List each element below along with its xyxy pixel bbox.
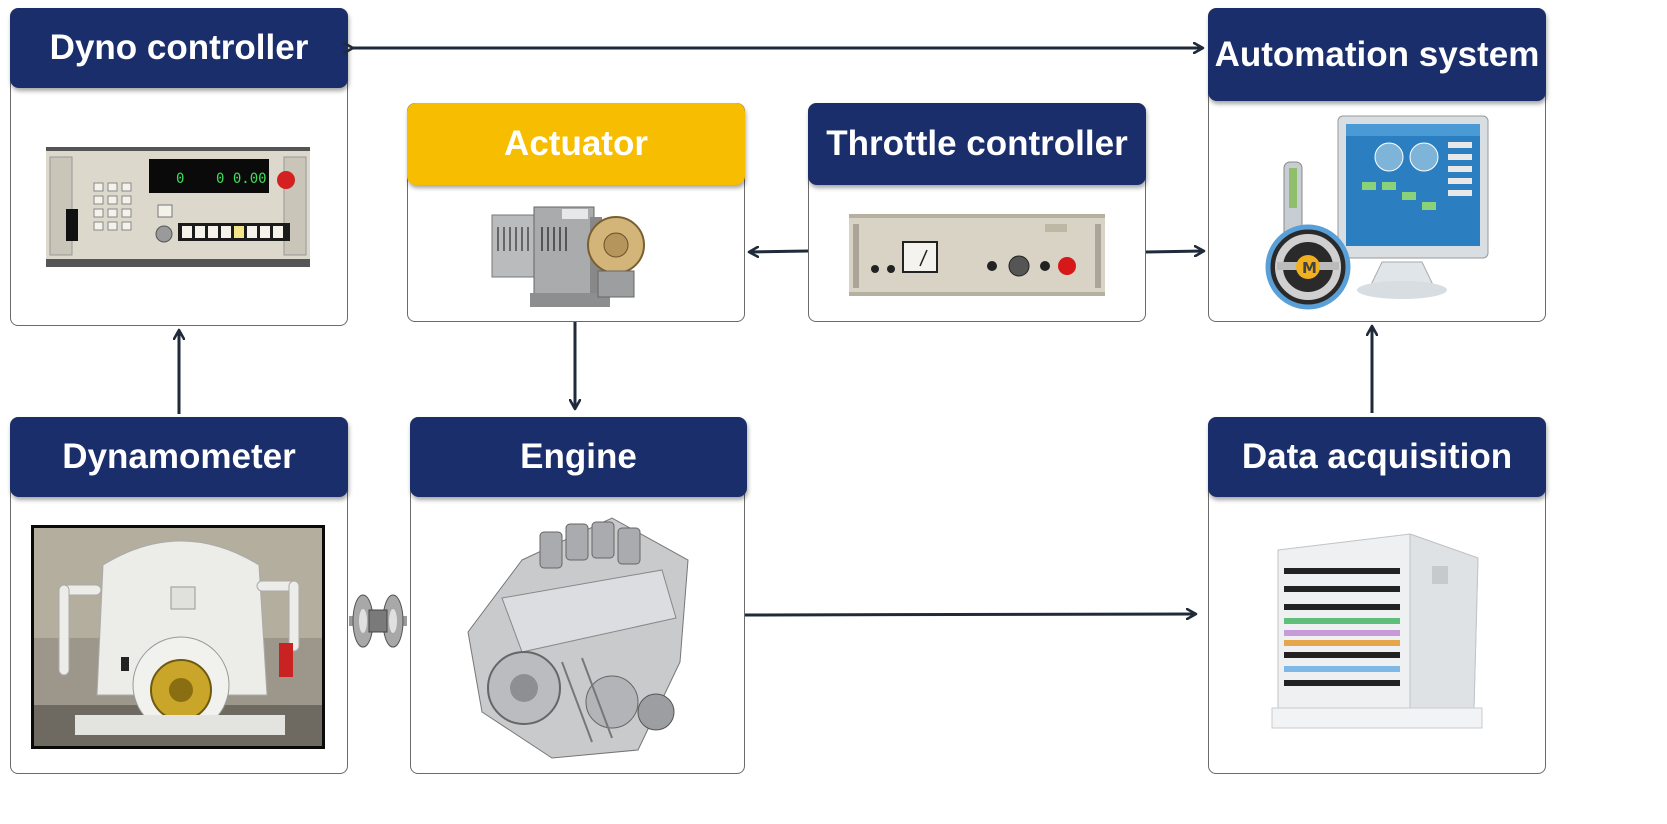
arrow-engine-to-data-acquisition bbox=[744, 614, 1196, 615]
arrow-throttle-to-automation bbox=[1145, 251, 1204, 252]
throttle-controller-panel-image bbox=[849, 214, 1105, 296]
svg-text:0: 0 bbox=[176, 171, 184, 187]
dynamometer-title: Dynamometer bbox=[10, 417, 348, 497]
actuator-image bbox=[491, 206, 645, 307]
automation-computer-image: M bbox=[1265, 115, 1489, 310]
dyno-controller-title: Dyno controller bbox=[10, 8, 348, 88]
engine-title: Engine bbox=[410, 417, 747, 497]
throttle-controller-title: Throttle controller bbox=[808, 103, 1146, 185]
dyno-controller-panel-image: 0 0 0.00 bbox=[46, 147, 310, 267]
actuator-title: Actuator bbox=[407, 103, 745, 185]
data-acquisition-title: Data acquisition bbox=[1208, 417, 1546, 497]
data-acquisition-cabinet-image bbox=[1271, 533, 1483, 729]
arrow-throttle-to-actuator bbox=[749, 251, 809, 252]
shaft-coupling-image bbox=[349, 594, 407, 648]
automation-system-title: Automation system bbox=[1208, 8, 1546, 101]
engine-image bbox=[467, 517, 689, 759]
dynamometer-photo bbox=[31, 525, 325, 749]
svg-text:M: M bbox=[1302, 259, 1317, 277]
svg-text:0 0.00: 0 0.00 bbox=[216, 171, 267, 187]
